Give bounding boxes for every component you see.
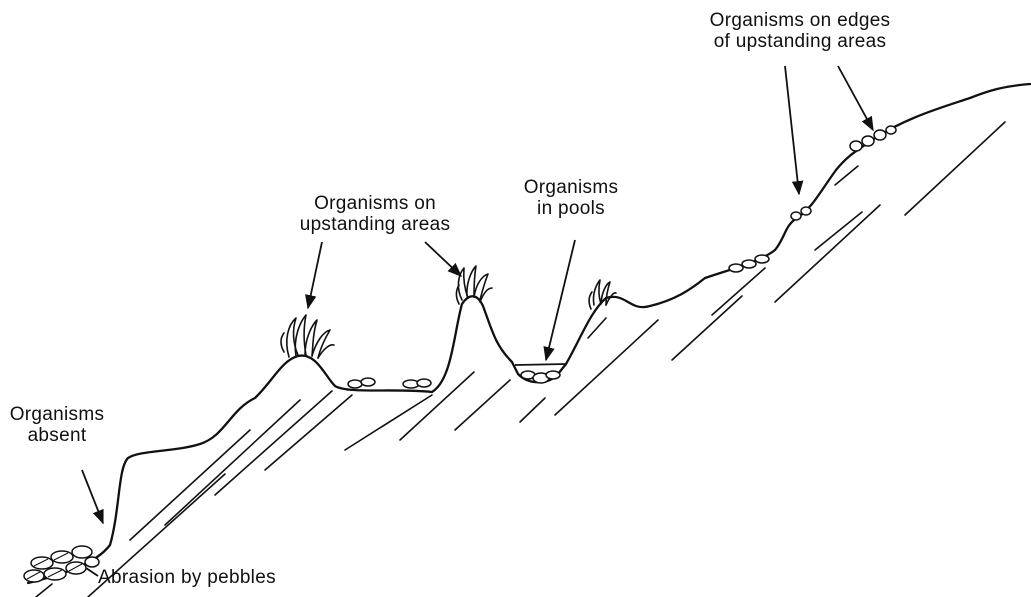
label-upstanding-areas: Organisms on upstanding areas xyxy=(283,193,467,235)
label-edges-line1: Organisms on edges xyxy=(660,10,940,31)
label-upstanding-line2: upstanding areas xyxy=(283,214,467,235)
label-pools: Organisms in pools xyxy=(516,177,626,219)
label-abrasion: Abrasion by pebbles xyxy=(98,567,276,588)
arrow-pools xyxy=(546,240,575,360)
arrow-icon xyxy=(82,66,873,576)
label-pools-line2: in pools xyxy=(516,198,626,219)
label-upstanding-line1: Organisms on xyxy=(283,193,467,214)
label-edges-line2: of upstanding areas xyxy=(660,31,940,52)
arrow-upstanding-right xyxy=(425,242,461,276)
arrow-upstanding-left xyxy=(308,242,322,308)
label-abrasion-text: Abrasion by pebbles xyxy=(98,567,276,588)
arrow-edges-left xyxy=(785,66,799,194)
pool-water-line xyxy=(515,364,567,365)
rock-profile-line xyxy=(28,84,1030,583)
arrow-edges-right xyxy=(838,66,873,130)
label-organisms-absent: Organisms absent xyxy=(4,404,110,446)
label-organisms-absent-line1: Organisms xyxy=(4,404,110,425)
arrow-organisms-absent xyxy=(82,470,103,523)
leader-abrasion xyxy=(86,568,98,576)
label-pools-line1: Organisms xyxy=(516,177,626,198)
label-edges: Organisms on edges of upstanding areas xyxy=(660,10,940,52)
label-organisms-absent-line2: absent xyxy=(4,425,110,446)
